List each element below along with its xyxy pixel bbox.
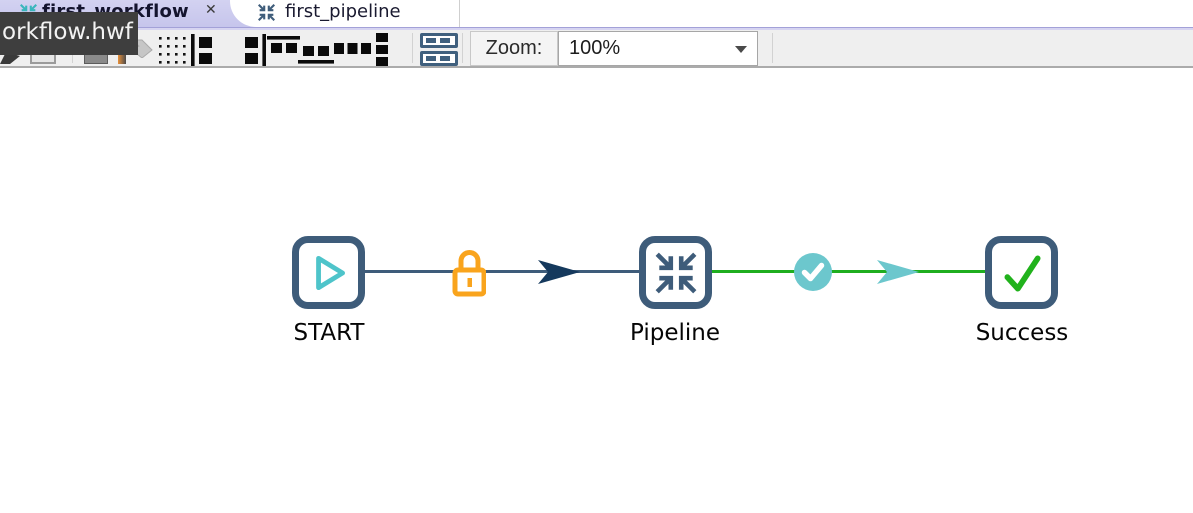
show-execution-results-icon[interactable] [420, 33, 458, 66]
tab-bar: first_workflow ✕ first_pipeline [0, 0, 1193, 27]
pipeline-converge-icon [257, 3, 276, 22]
zoom-combo[interactable]: 100% [558, 31, 758, 66]
toolbar-separator [412, 33, 413, 63]
workflow-canvas[interactable]: START Pipeline Success [0, 70, 1193, 513]
lock-icon[interactable] [452, 247, 486, 297]
hop-arrow-icon [877, 260, 919, 284]
filename-tooltip: orkflow.hwf [0, 12, 138, 55]
node-pipeline[interactable] [639, 236, 712, 309]
tab-first-pipeline[interactable]: first_pipeline [230, 0, 460, 27]
toolbar-icon-partial-left[interactable] [0, 50, 22, 66]
snap-to-grid-icon[interactable] [158, 36, 188, 64]
dropdown-arrow-icon[interactable] [735, 46, 747, 53]
align-bottom-icon[interactable] [298, 38, 334, 66]
zoom-label: Zoom: [470, 31, 558, 66]
tooltip-text: orkflow.hwf [2, 19, 133, 45]
hop-pipeline-success[interactable] [711, 270, 987, 273]
node-label: START [293, 320, 365, 346]
toolbar-separator [462, 33, 463, 63]
tab-close-icon[interactable]: ✕ [205, 2, 217, 18]
zoom-value: 100% [569, 37, 621, 59]
align-right-icon[interactable] [243, 34, 266, 66]
play-icon [315, 255, 345, 290]
tab-strip [0, 27, 1193, 30]
tab-label: first_pipeline [285, 1, 401, 22]
distribute-horizontally-icon[interactable] [334, 42, 371, 56]
node-label: Pipeline [629, 320, 720, 346]
hop-arrow-icon [538, 260, 580, 284]
align-top-icon[interactable] [267, 36, 300, 64]
align-left-icon[interactable] [191, 34, 214, 66]
distribute-vertically-icon[interactable] [374, 33, 390, 66]
hop-start-pipeline[interactable] [364, 270, 641, 273]
check-circle-icon[interactable] [794, 253, 832, 291]
toolbar-separator [772, 33, 773, 63]
node-success[interactable] [985, 236, 1058, 309]
node-label: Success [975, 320, 1069, 346]
node-start[interactable] [292, 236, 365, 309]
toolbar: Zoom: 100% [0, 30, 1193, 68]
converge-arrows-icon [655, 252, 696, 293]
check-icon [1004, 255, 1041, 292]
